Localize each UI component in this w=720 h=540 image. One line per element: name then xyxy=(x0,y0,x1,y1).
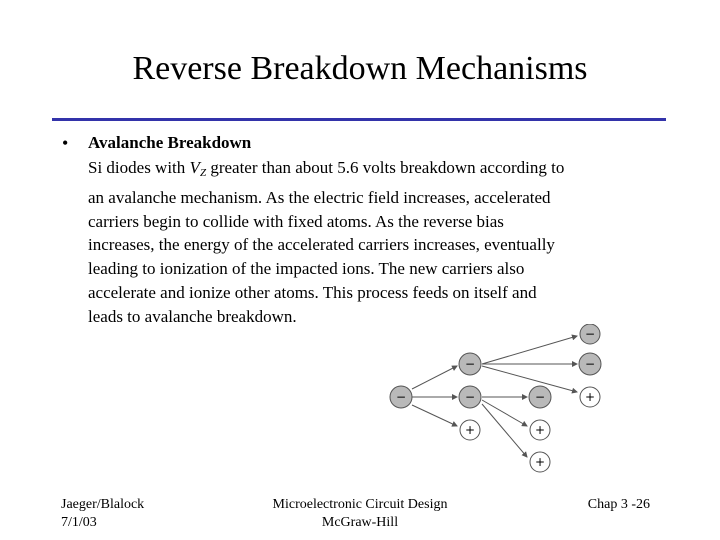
electron-node: − xyxy=(389,385,413,409)
arrow xyxy=(411,404,458,427)
minus-label: − xyxy=(465,390,475,404)
line1-prefix: Si diodes with xyxy=(88,158,190,177)
electron-node: − xyxy=(579,324,601,345)
body-text: Si diodes with VZ greater than about 5.6… xyxy=(88,156,668,329)
avalanche-diagram: − − − + − + + − xyxy=(389,324,602,473)
slide-title: Reverse Breakdown Mechanisms xyxy=(132,50,588,87)
hole-node: + xyxy=(459,419,481,441)
hole-node: + xyxy=(529,451,551,473)
arrow xyxy=(411,365,458,390)
plus-label: + xyxy=(465,423,475,437)
footer-authors: Jaeger/Blalock 7/1/03 xyxy=(61,496,144,532)
footer-book-title: Microelectronic Circuit Design xyxy=(272,497,448,512)
hole-node: + xyxy=(529,419,551,441)
plus-label: + xyxy=(585,390,595,404)
minus-label: − xyxy=(585,357,595,371)
vz-subscript: Z xyxy=(199,167,207,179)
body-line: increases, the energy of the accelerated… xyxy=(88,235,555,255)
electron-node: − xyxy=(578,352,602,376)
arrow xyxy=(481,365,578,394)
line1-suffix: greater than about 5.6 volts breakdown a… xyxy=(206,158,565,177)
body-line: accelerate and ionize other atoms. This … xyxy=(88,282,537,302)
body-line: an avalanche mechanism. As the electric … xyxy=(88,187,551,207)
electron-node: − xyxy=(458,385,482,409)
vz-variable: V xyxy=(189,158,200,177)
hole-node: + xyxy=(579,386,601,408)
minus-label: − xyxy=(465,357,475,371)
plus-label: + xyxy=(535,455,545,469)
body-line: leading to ionization of the impacted io… xyxy=(88,259,525,279)
electron-node: − xyxy=(528,385,552,409)
arrow xyxy=(481,334,578,365)
bullet-marker: • xyxy=(62,133,69,153)
section-heading: Avalanche Breakdown xyxy=(88,133,252,152)
minus-label: − xyxy=(585,327,595,341)
title-divider xyxy=(52,118,666,121)
arrow xyxy=(481,403,528,458)
minus-label: − xyxy=(396,390,406,404)
minus-label: − xyxy=(535,390,545,404)
body-line: leads to avalanche breakdown. xyxy=(88,306,297,326)
body-line: carriers begin to collide with fixed ato… xyxy=(88,211,504,231)
electron-node: − xyxy=(458,352,482,376)
footer-page-number: Chap 3 -26 xyxy=(587,497,650,512)
body-line-1: Si diodes with VZ greater than about 5.6… xyxy=(88,156,668,186)
footer-book: Microelectronic Circuit Design McGraw-Hi… xyxy=(240,496,480,532)
footer-publisher: McGraw-Hill xyxy=(321,515,399,530)
plus-label: + xyxy=(535,423,545,437)
footer-date: 7/1/03 xyxy=(61,515,97,530)
arrow xyxy=(481,399,528,427)
footer-authors-text: Jaeger/Blalock xyxy=(61,497,145,512)
